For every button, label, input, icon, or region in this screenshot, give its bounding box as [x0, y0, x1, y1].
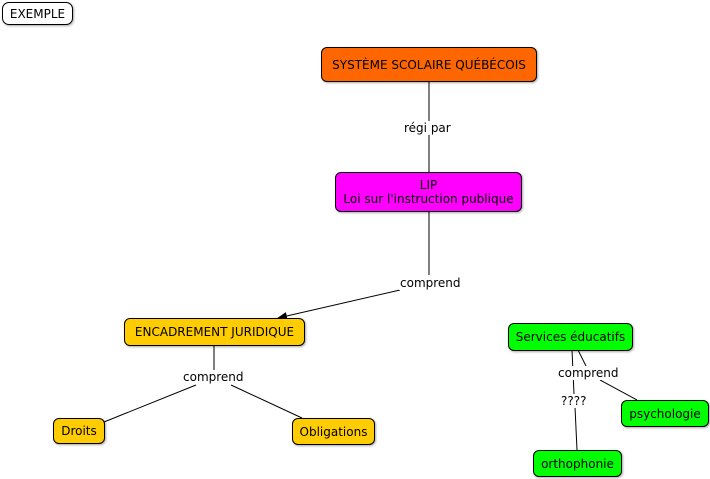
node-encadrement-juridique[interactable]: ENCADREMENT JURIDIQUE	[124, 318, 305, 346]
exemple-label: EXEMPLE	[2, 2, 73, 25]
link-services-comprend	[577, 349, 587, 367]
link-label-comprend-encadrement: comprend	[182, 370, 245, 384]
link-label-unknown: ????	[560, 394, 588, 408]
node-psychologie-label: psychologie	[629, 406, 701, 421]
link-unknown-orthophonie	[574, 406, 578, 451]
node-lip[interactable]: LIP Loi sur l'instruction publique	[335, 172, 522, 212]
node-orthophonie[interactable]: orthophonie	[533, 450, 622, 477]
node-services-educatifs-label: Services éducatifs	[515, 330, 626, 344]
node-systeme-scolaire-label: SYSTÈME SCOLAIRE QUÉBÉCOIS	[332, 57, 526, 72]
node-droits-label: Droits	[61, 424, 97, 438]
link-comprend-droits	[103, 384, 197, 423]
link-comprend-encadrement	[277, 289, 401, 320]
link-comprend-psychologie	[599, 379, 638, 401]
node-psychologie[interactable]: psychologie	[621, 400, 709, 427]
link-label-comprend-lip: comprend	[399, 276, 462, 290]
node-obligations-label: Obligations	[299, 424, 368, 439]
node-lip-title: LIP	[419, 178, 438, 192]
node-systeme-scolaire[interactable]: SYSTÈME SCOLAIRE QUÉBÉCOIS	[321, 47, 537, 82]
node-encadrement-juridique-label: ENCADREMENT JURIDIQUE	[134, 325, 295, 339]
node-obligations[interactable]: Obligations	[292, 418, 375, 445]
link-label-comprend-services: comprend	[557, 366, 620, 380]
node-services-educatifs[interactable]: Services éducatifs	[508, 323, 633, 351]
exemple-text: EXEMPLE	[9, 6, 66, 21]
link-comprend-obligations	[230, 384, 303, 419]
node-orthophonie-label: orthophonie	[541, 456, 614, 471]
link-label-regi-par: régi par	[403, 121, 452, 135]
node-droits[interactable]: Droits	[53, 418, 105, 444]
node-lip-subtitle: Loi sur l'instruction publique	[343, 192, 514, 206]
